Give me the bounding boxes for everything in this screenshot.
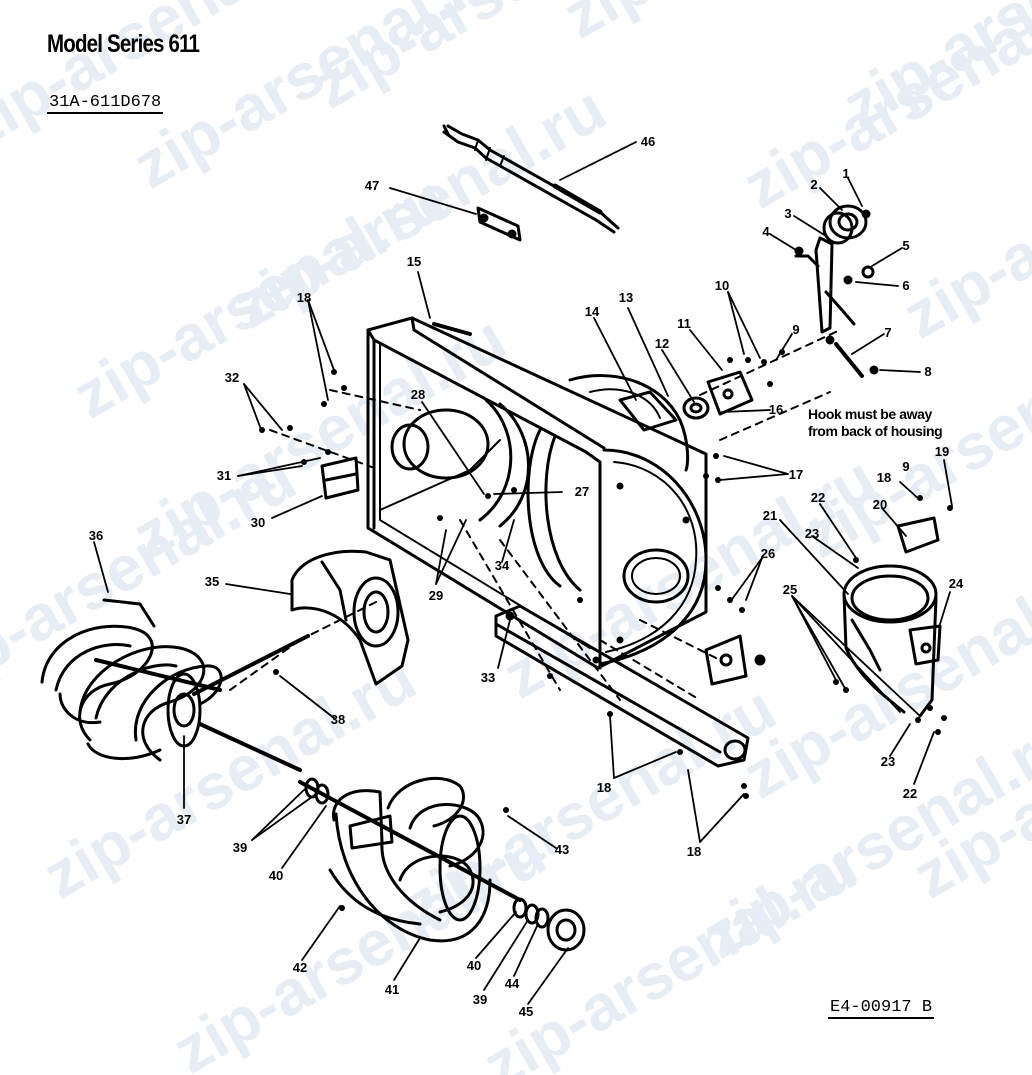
- watermark-text: zip-arsenal.ru: [551, 0, 947, 52]
- callout-8: 8: [924, 364, 931, 379]
- callout-18: 18: [297, 290, 311, 305]
- part-21-chute: [842, 516, 942, 718]
- callout-34: 34: [495, 558, 510, 573]
- callout-16: 16: [769, 402, 783, 417]
- callout-2: 2: [810, 177, 817, 192]
- callout-35: 35: [205, 574, 219, 589]
- callout-19: 19: [935, 444, 949, 459]
- part-46-shaft: [442, 124, 620, 234]
- exploded-view-drawing: [40, 124, 953, 1005]
- part-41-auger-right: [298, 776, 522, 943]
- callout-46: 46: [641, 134, 655, 149]
- callout-18: 18: [687, 844, 701, 859]
- callout-12: 12: [655, 336, 669, 351]
- part-35-housing: [290, 549, 410, 686]
- callout-28: 28: [411, 387, 425, 402]
- callout-17: 17: [789, 467, 803, 482]
- model-number: 31A-611D678: [47, 93, 164, 114]
- callout-21: 21: [763, 508, 777, 523]
- callout-44: 44: [505, 976, 520, 991]
- callout-1: 1: [842, 166, 849, 181]
- part-33-bar: [494, 604, 750, 768]
- callout-29: 29: [429, 588, 443, 603]
- callout-24: 24: [949, 576, 964, 591]
- callout-6: 6: [902, 278, 909, 293]
- part-idler-arm: [794, 236, 879, 378]
- callout-23: 23: [805, 526, 819, 541]
- callout-11: 11: [677, 316, 691, 331]
- callout-10: 10: [715, 278, 729, 293]
- callout-26: 26: [761, 546, 775, 561]
- callout-37: 37: [177, 812, 191, 827]
- drawing-reference: E4-00917 B: [828, 998, 935, 1019]
- callout-4: 4: [762, 224, 770, 239]
- callout-45: 45: [519, 1004, 533, 1019]
- callout-40: 40: [467, 958, 481, 973]
- callout-13: 13: [619, 290, 633, 305]
- leader-lines: [93, 141, 953, 1005]
- callout-25: 25: [783, 582, 797, 597]
- part-38-auger-left: [40, 598, 310, 772]
- callout-9: 9: [792, 322, 799, 337]
- assembly-note-line-2: from back of housing: [808, 423, 943, 439]
- callout-43: 43: [555, 842, 569, 857]
- part-pulley: [822, 204, 871, 245]
- callout-7: 7: [884, 325, 891, 340]
- watermark-text: zip-arsenal.ru: [0, 442, 307, 712]
- callout-18: 18: [877, 470, 891, 485]
- callout-40: 40: [269, 868, 283, 883]
- part-47-bracket: [476, 206, 522, 242]
- callout-15: 15: [407, 254, 421, 269]
- callout-labels: 4647123456781518109111213141632283130271…: [89, 134, 964, 1019]
- callout-9: 9: [902, 459, 909, 474]
- callout-14: 14: [585, 304, 600, 319]
- page-title: Model Series 611: [47, 30, 200, 58]
- callout-27: 27: [575, 484, 589, 499]
- callout-30: 30: [251, 515, 265, 530]
- assembly-note: Hook must be away from back of housing: [808, 406, 943, 440]
- callout-33: 33: [481, 670, 495, 685]
- callout-20: 20: [873, 497, 887, 512]
- watermark-text: zip-arsenal.ru: [31, 642, 427, 912]
- callout-38: 38: [331, 712, 345, 727]
- callout-3: 3: [784, 206, 791, 221]
- part-26-plate: [704, 634, 766, 686]
- callout-22: 22: [811, 490, 825, 505]
- callout-22: 22: [903, 786, 917, 801]
- callout-23: 23: [881, 754, 895, 769]
- callout-41: 41: [385, 982, 399, 997]
- callout-42: 42: [293, 960, 307, 975]
- assembly-note-line-1: Hook must be away: [808, 406, 932, 422]
- callout-47: 47: [365, 178, 379, 193]
- callout-18: 18: [597, 780, 611, 795]
- callout-32: 32: [225, 370, 239, 385]
- part-30-bracket: [320, 456, 360, 500]
- part-12-bearing: [618, 370, 754, 432]
- callout-31: 31: [217, 468, 231, 483]
- callout-36: 36: [89, 528, 103, 543]
- callout-5: 5: [902, 238, 909, 253]
- callout-39: 39: [233, 840, 247, 855]
- callout-39: 39: [473, 992, 487, 1007]
